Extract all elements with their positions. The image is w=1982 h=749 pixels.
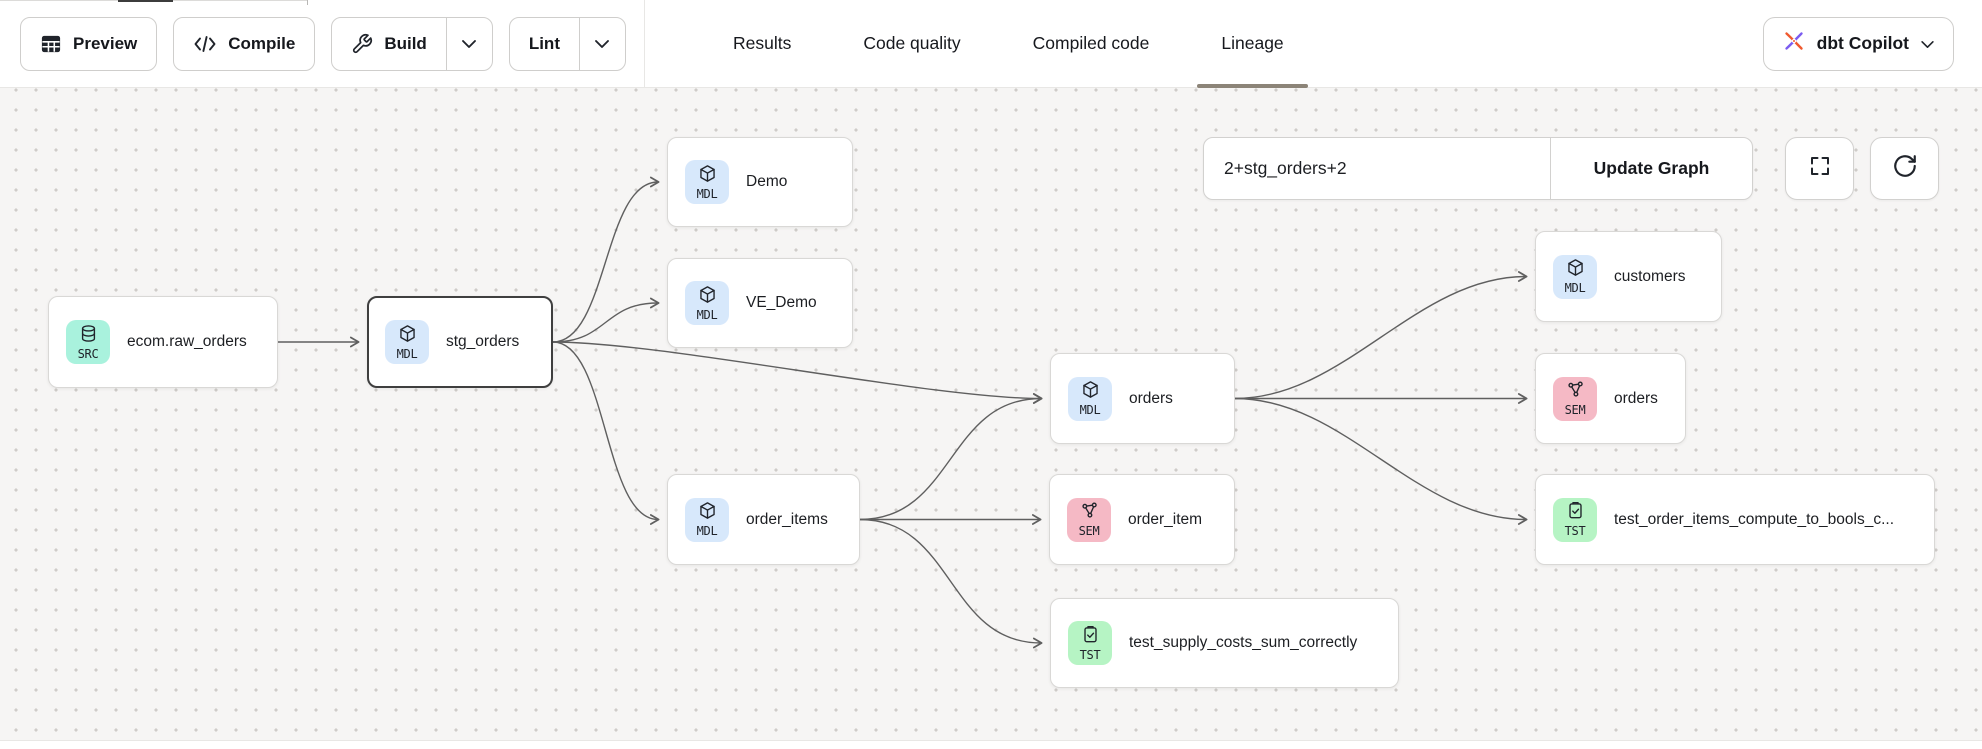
node-type-badge-mdl: MDL xyxy=(385,320,429,364)
compile-button[interactable]: Compile xyxy=(173,16,316,71)
network-icon xyxy=(1080,501,1099,525)
node-label: stg_orders xyxy=(446,333,520,350)
fullscreen-icon xyxy=(1808,154,1832,183)
top-toolbar: Preview Compile Build xyxy=(0,0,1982,88)
refresh-icon xyxy=(1892,153,1918,184)
cube-icon xyxy=(698,501,717,525)
code-icon xyxy=(193,34,217,54)
badge-label: MDL xyxy=(1079,403,1101,417)
badge-label: SEM xyxy=(1564,403,1586,417)
build-dropdown-toggle[interactable] xyxy=(445,17,492,70)
graph-node-order_items[interactable]: MDL order_items xyxy=(667,474,860,565)
top-dark-segment xyxy=(118,0,173,2)
build-button[interactable]: Build xyxy=(332,18,446,70)
clipboard-check-icon xyxy=(1081,625,1100,649)
chevron-down-icon xyxy=(594,39,610,49)
toolbar-divider xyxy=(643,0,645,88)
graph-node-orders_mdl[interactable]: MDL orders xyxy=(1050,353,1235,444)
tab-label: Results xyxy=(732,33,792,53)
tab-label: Compiled code xyxy=(1032,33,1150,53)
node-type-badge-tst: TST xyxy=(1553,497,1597,542)
tab-label: Code quality xyxy=(863,33,961,53)
node-type-badge-sem: SEM xyxy=(1067,497,1111,542)
node-label: VE_Demo xyxy=(746,294,817,311)
badge-label: MDL xyxy=(1564,281,1586,295)
node-type-badge-src: SRC xyxy=(66,320,110,364)
graph-node-orders_sem[interactable]: SEM orders xyxy=(1535,353,1686,444)
top-tick xyxy=(307,0,308,5)
chevron-down-icon xyxy=(1920,33,1935,54)
update-graph-button[interactable]: Update Graph xyxy=(1550,138,1752,199)
wrench-icon xyxy=(351,33,373,55)
build-button-label: Build xyxy=(384,33,427,53)
badge-label: SRC xyxy=(77,346,99,361)
node-type-badge-mdl: MDL xyxy=(685,160,729,204)
badge-label: MDL xyxy=(696,186,718,201)
dbt-copilot-label: dbt Copilot xyxy=(1816,33,1909,53)
node-type-badge-mdl: MDL xyxy=(685,497,729,542)
badge-label: MDL xyxy=(696,524,718,538)
graph-node-Demo[interactable]: MDL Demo xyxy=(667,137,853,227)
lineage-filter-control: Update Graph xyxy=(1203,137,1753,200)
network-icon xyxy=(1566,380,1585,404)
lint-split-button: Lint xyxy=(508,16,626,71)
node-label: customers xyxy=(1614,267,1686,285)
cube-icon xyxy=(698,285,717,309)
graph-node-test_supply[interactable]: TST test_supply_costs_sum_correctly xyxy=(1050,598,1399,688)
tab-results[interactable]: Results xyxy=(733,0,791,88)
graph-node-test_order_items[interactable]: TST test_order_items_compute_to_bools_c..… xyxy=(1535,474,1935,565)
badge-label: TST xyxy=(1564,524,1586,538)
fullscreen-button[interactable] xyxy=(1785,137,1854,200)
badge-label: MDL xyxy=(696,307,718,322)
dbt-copilot-logo-icon xyxy=(1782,29,1806,58)
preview-button-label: Preview xyxy=(73,33,138,53)
tab-compiled-code[interactable]: Compiled code xyxy=(1033,0,1150,88)
bottom-strip xyxy=(0,740,1982,749)
clipboard-check-icon xyxy=(1566,501,1585,525)
tab-code-quality[interactable]: Code quality xyxy=(863,0,960,88)
node-label: test_order_items_compute_to_bools_c... xyxy=(1614,510,1895,528)
badge-label: TST xyxy=(1079,647,1101,662)
graph-node-ecom.raw_orders[interactable]: SRC ecom.raw_orders xyxy=(48,296,278,388)
lineage-selector-input[interactable] xyxy=(1204,138,1550,199)
table-icon xyxy=(40,34,62,54)
node-type-badge-mdl: MDL xyxy=(685,281,729,325)
node-type-badge-tst: TST xyxy=(1068,621,1112,665)
badge-label: MDL xyxy=(396,346,418,361)
node-label: test_supply_costs_sum_correctly xyxy=(1129,634,1358,651)
tab-lineage[interactable]: Lineage xyxy=(1197,0,1309,88)
node-label: Demo xyxy=(746,173,788,190)
compile-button-label: Compile xyxy=(228,33,296,53)
lint-dropdown-toggle[interactable] xyxy=(578,17,625,70)
tab-label: Lineage xyxy=(1221,33,1284,53)
cube-icon xyxy=(1081,380,1100,404)
build-split-button: Build xyxy=(331,16,493,71)
lint-button[interactable]: Lint xyxy=(510,18,579,70)
node-type-badge-mdl: MDL xyxy=(1068,376,1112,421)
refresh-button[interactable] xyxy=(1870,137,1939,200)
graph-node-VE_Demo[interactable]: MDL VE_Demo xyxy=(667,258,853,348)
node-label: order_item xyxy=(1128,510,1203,528)
result-tabs: Results Code quality Compiled code Linea… xyxy=(733,0,1309,88)
badge-label: SEM xyxy=(1078,524,1100,538)
node-type-badge-sem: SEM xyxy=(1553,376,1597,421)
cube-icon xyxy=(398,324,417,348)
node-type-badge-mdl: MDL xyxy=(1553,254,1597,299)
database-icon xyxy=(79,324,98,348)
graph-node-stg_orders[interactable]: MDL stg_orders xyxy=(367,296,553,388)
cube-icon xyxy=(1566,258,1585,282)
graph-node-customers[interactable]: MDL customers xyxy=(1535,231,1722,322)
dbt-copilot-button[interactable]: dbt Copilot xyxy=(1762,16,1954,71)
cube-icon xyxy=(698,164,717,188)
node-label: ecom.raw_orders xyxy=(127,333,247,350)
node-label: orders xyxy=(1129,389,1173,407)
preview-button[interactable]: Preview xyxy=(20,16,158,71)
graph-node-order_item[interactable]: SEM order_item xyxy=(1049,474,1235,565)
node-label: orders xyxy=(1614,389,1658,407)
lint-button-label: Lint xyxy=(528,33,560,53)
chevron-down-icon xyxy=(461,39,477,49)
node-label: order_items xyxy=(746,510,828,528)
